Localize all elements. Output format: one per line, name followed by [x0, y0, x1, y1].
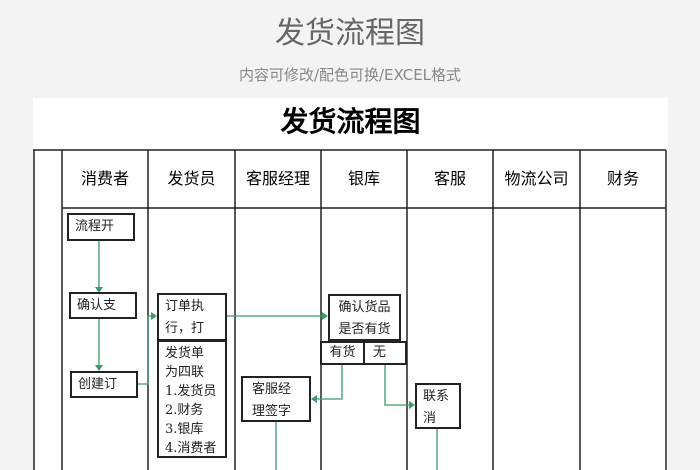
- node-manager-sign: 客服经 理签字: [241, 376, 311, 422]
- node-check-stock: 确认货品 是否有货: [328, 294, 401, 341]
- node-create-order: 创建订: [70, 371, 138, 398]
- diagram-title: 发货流程图: [280, 105, 421, 138]
- flow-connectors: [98, 240, 438, 470]
- diagram-panel: [33, 98, 668, 470]
- lane-header-customer-service: 客服: [433, 169, 466, 188]
- lane-header-cs-manager: 客服经理: [245, 169, 310, 188]
- node-in-stock: 有货: [320, 341, 365, 365]
- lane-header-warehouse: 银库: [347, 169, 380, 188]
- node-delivery-note: 发货单 为四联 1.发货员 2.财务 3.银库 4.消费者: [157, 340, 227, 458]
- page-title: 发货流程图: [275, 16, 425, 51]
- node-start: 流程开: [67, 213, 135, 241]
- lane-header-logistics: 物流公司: [504, 169, 569, 188]
- lane-header-finance: 财务: [606, 169, 639, 188]
- node-execute-order: 订单执 行，打: [157, 293, 227, 341]
- node-no-stock: 无: [363, 341, 407, 365]
- lane-header-shipper: 发货员: [167, 169, 216, 188]
- node-confirm-pay: 确认支: [69, 292, 137, 319]
- page-subtitle: 内容可修改/配色可换/EXCEL格式: [238, 66, 462, 84]
- arrowheads: [95, 287, 415, 409]
- node-contact-refund: 联系消 费者退: [415, 383, 461, 429]
- lane-header-consumer: 消费者: [80, 169, 129, 188]
